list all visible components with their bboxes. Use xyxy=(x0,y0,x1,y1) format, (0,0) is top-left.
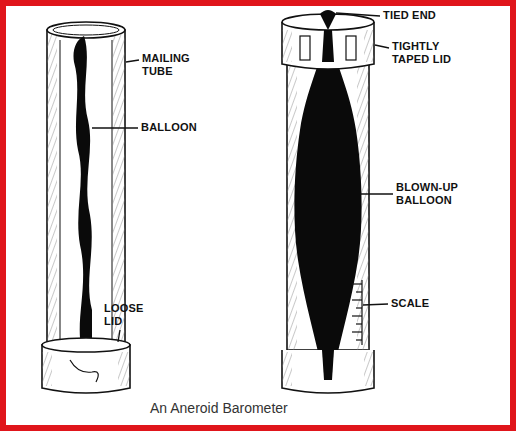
part-label: MAILING TUBE xyxy=(142,52,202,77)
part-label: LOOSE LID xyxy=(104,302,150,327)
label-holder: TIED END xyxy=(383,9,473,22)
label-holder: TIGHTLY TAPED LID xyxy=(392,40,464,65)
label-holder: BALLOON xyxy=(141,121,221,134)
leader-line xyxy=(336,13,380,16)
balloon-inflated xyxy=(294,36,361,378)
balloon-neck xyxy=(322,30,334,62)
mailing-tube-left xyxy=(47,22,125,350)
part-label: SCALE xyxy=(391,297,451,310)
leader-line xyxy=(92,127,138,128)
leader-line xyxy=(375,45,389,48)
loose-lid xyxy=(42,338,130,393)
loose-lid-right xyxy=(282,350,374,393)
leader-line xyxy=(360,193,393,194)
caption: An Aneroid Barometer xyxy=(148,400,290,416)
leader-lines xyxy=(92,13,393,342)
caption-holder: An Aneroid Barometer xyxy=(148,400,290,416)
part-label: BLOWN-UP BALLOON xyxy=(396,181,470,206)
balloon-deflated xyxy=(73,36,92,338)
label-holder: SCALE xyxy=(391,297,451,310)
label-holder: LOOSE LID xyxy=(104,302,150,327)
leader-line xyxy=(363,304,388,305)
label-holder: MAILING TUBE xyxy=(142,52,202,77)
label-holder: BLOWN-UP BALLOON xyxy=(396,181,470,206)
scale xyxy=(352,280,362,345)
leader-line xyxy=(126,60,139,62)
leader-line xyxy=(118,330,120,342)
tied-end xyxy=(320,10,336,30)
part-label: TIGHTLY TAPED LID xyxy=(392,40,464,65)
frame-border xyxy=(3,3,513,428)
part-label: TIED END xyxy=(383,9,473,22)
part-label: BALLOON xyxy=(141,121,221,134)
